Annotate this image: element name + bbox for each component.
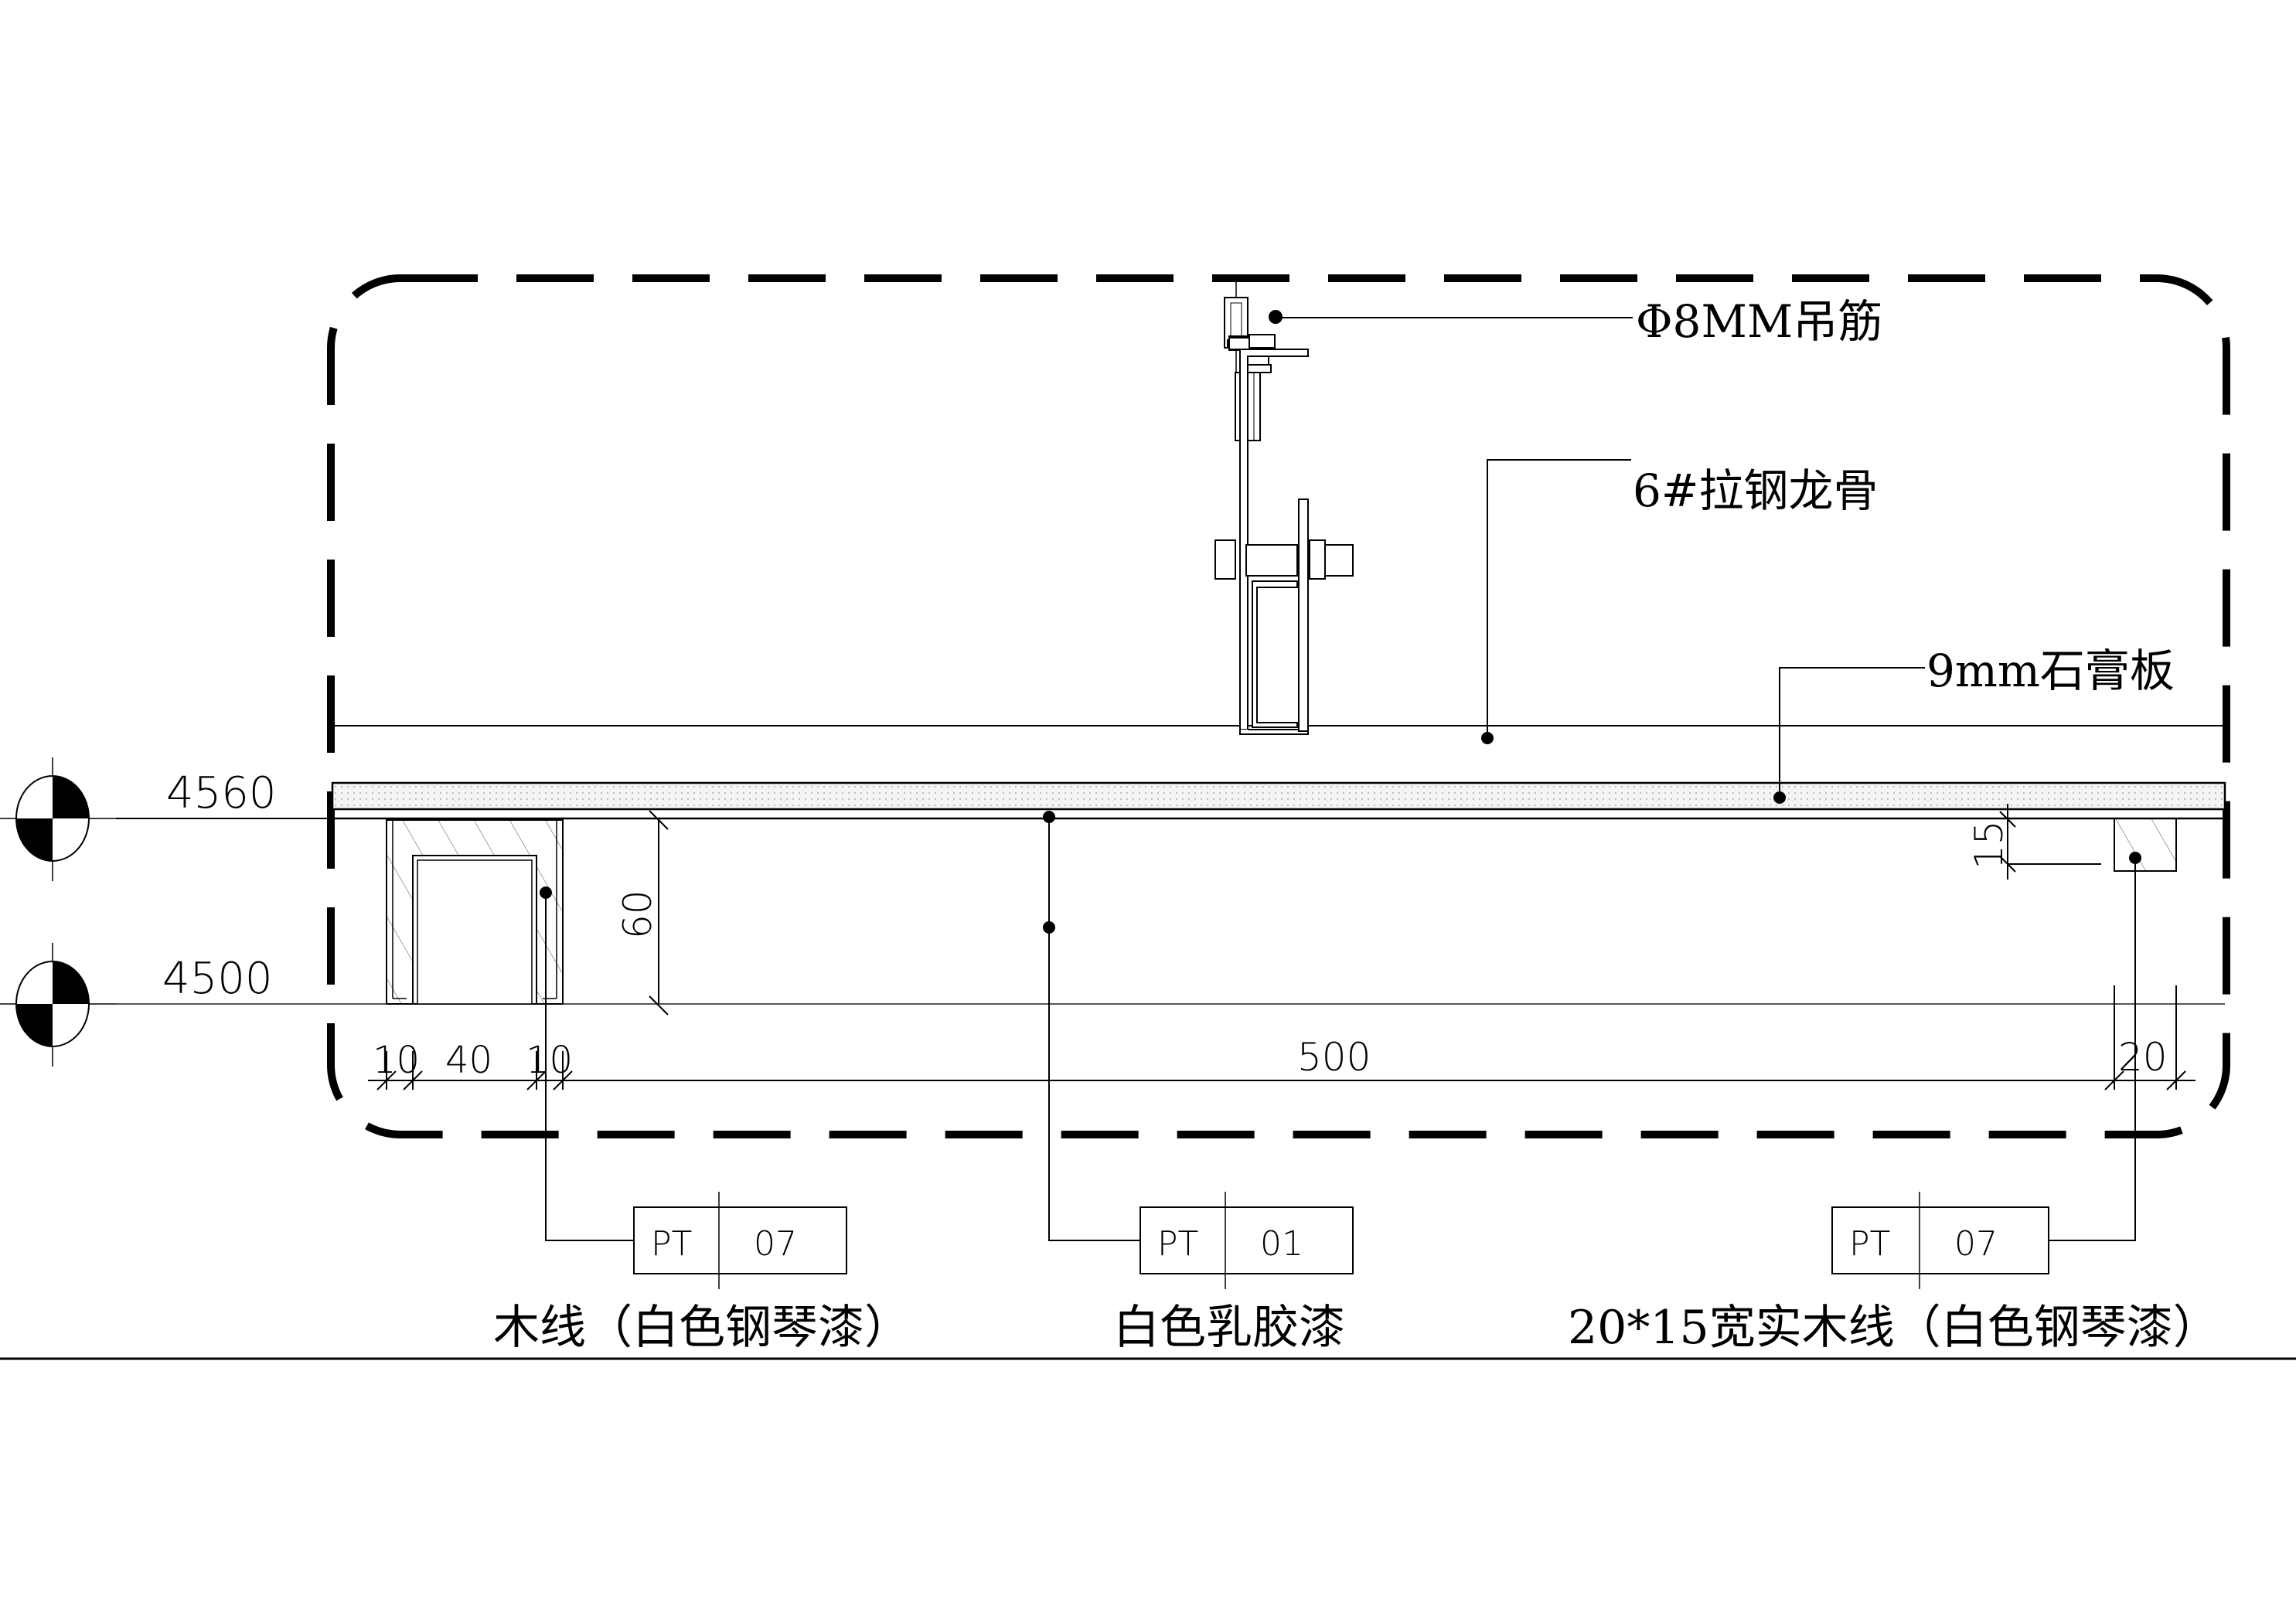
tag1-code: PT [651, 1224, 692, 1264]
dimension-chain [368, 985, 2196, 1091]
board-leader-dot [1773, 791, 1786, 804]
material-tag-2: PT 01 [1139, 1192, 1354, 1289]
dimension-500: 500 [1297, 1035, 1371, 1080]
board-leader-line [1779, 667, 1925, 798]
gypsum-board [331, 781, 2226, 811]
dimension-10-right: 10 [526, 1039, 573, 1082]
tag1-number: 07 [754, 1224, 797, 1264]
elevation-label-4560: 4560 [166, 768, 277, 818]
elevation-marker-4500 [0, 943, 116, 1067]
wood-trim-left [386, 819, 564, 1005]
keel-callout: 6#拉钢龙骨 [1633, 464, 1879, 517]
dimension-15: 15 [1967, 820, 2012, 869]
material-tag-1: PT 07 [633, 1192, 847, 1289]
tag1-description: 木线（白色钢琴漆） [493, 1301, 911, 1355]
wood-trim-right [2114, 818, 2177, 872]
dimension-20: 20 [2118, 1035, 2168, 1080]
elevation-marker-4560 [0, 757, 116, 881]
tag1-leader-line [545, 893, 634, 1241]
tag2-code: PT [1157, 1224, 1198, 1264]
keel-leader-dot [1481, 732, 1494, 744]
hanger-rod-assembly [1214, 280, 1354, 735]
elevation-label-4500: 4500 [162, 954, 273, 1004]
tag3-leader-line [2049, 858, 2136, 1241]
material-tag-3: PT 07 [1831, 1192, 2049, 1289]
rod-callout: Φ8MM吊筋 [1636, 295, 1882, 348]
dimension-60: 60 [615, 890, 660, 939]
tag2-leader-line [1048, 817, 1140, 1241]
tag3-description: 20*15宽实木线（白色钢琴漆） [1568, 1301, 2219, 1355]
dimension-40: 40 [445, 1039, 492, 1082]
dimension-15-lines [1999, 804, 2101, 880]
tag3-code: PT [1849, 1224, 1890, 1264]
keel-leader-line [1487, 459, 1631, 738]
board-callout: 9mm石膏板 [1926, 645, 2175, 697]
dimension-10-left: 10 [373, 1039, 420, 1082]
tag2-number: 01 [1260, 1224, 1303, 1264]
dimension-60-lines [649, 810, 669, 1016]
detail-boundary [327, 274, 2230, 1138]
tag2-description: 白色乳胶漆 [1113, 1301, 1345, 1355]
tag3-number: 07 [1954, 1224, 1998, 1264]
